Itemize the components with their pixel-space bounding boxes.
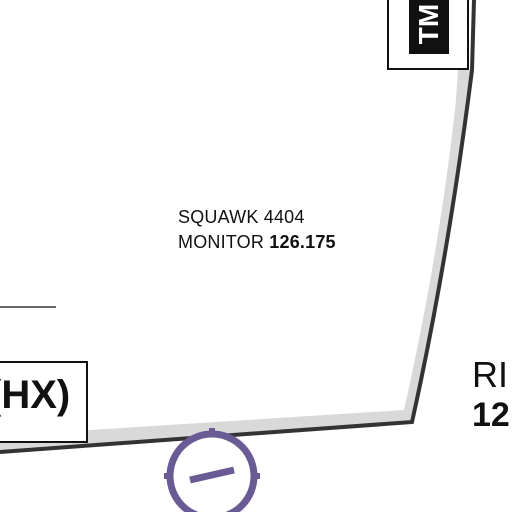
monitor-note: MONITOR 126.175 — [178, 232, 336, 253]
squawk-code: 4404 — [263, 207, 305, 227]
right-edge-label-1: RI — [472, 354, 508, 395]
identifier-box-left-label: (HX) — [0, 373, 71, 417]
identifier-box-top: TM — [387, 0, 469, 70]
airspace-boundary-line — [0, 0, 476, 454]
identifier-box-top-fill: TM — [409, 0, 449, 54]
right-edge-label-2: 12 — [472, 396, 510, 434]
identifier-box-top-label: TM — [413, 3, 444, 45]
vor-symbol-icon — [164, 428, 260, 512]
identifier-box-left: (HX) — [0, 361, 88, 443]
squawk-label: SQUAWK — [178, 207, 259, 227]
squawk-note: SQUAWK 4404 — [178, 207, 305, 228]
monitor-frequency: 126.175 — [269, 232, 336, 252]
monitor-label: MONITOR — [178, 232, 265, 252]
